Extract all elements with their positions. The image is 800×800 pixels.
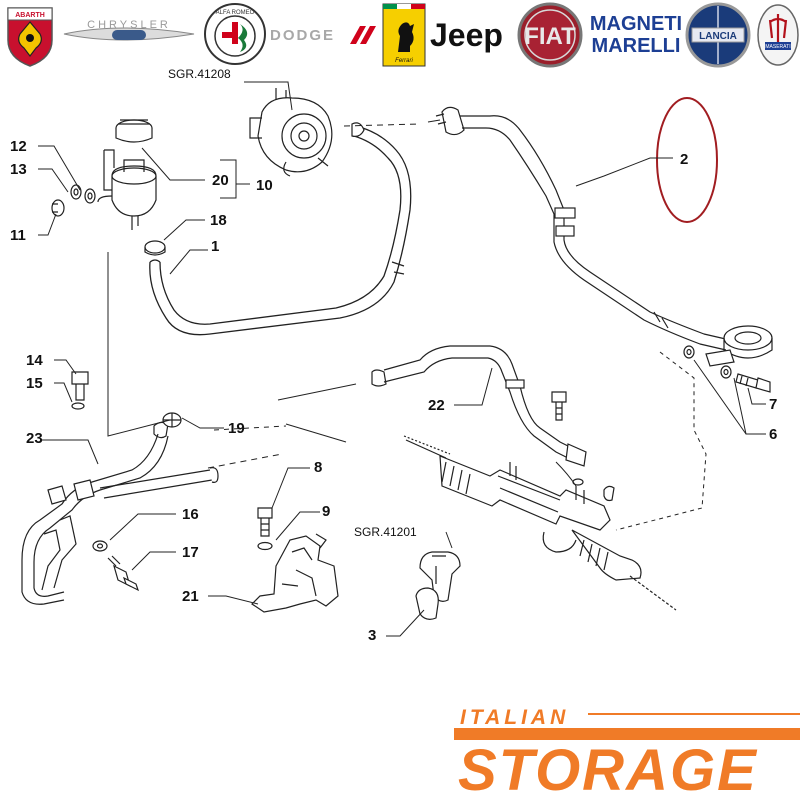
- alfa-romeo-logo-text: ALFA ROMEO: [216, 10, 255, 16]
- abarth-logo-text: ABARTH: [15, 12, 45, 19]
- highlight-ring: [656, 97, 718, 223]
- callout-18: 18: [210, 212, 227, 229]
- callout-14: 14: [26, 352, 43, 369]
- maserati-logo-text: MASERATI: [765, 44, 790, 50]
- callout-1: 1: [211, 238, 219, 255]
- brand-line2: STORAGE: [458, 738, 758, 800]
- bolt-22b: [551, 391, 567, 421]
- washer-set: [51, 184, 96, 217]
- ferrari-logo: Ferrari: [382, 3, 426, 67]
- magneti-marelli-line2: MARELLI: [592, 35, 681, 57]
- callout-19: 19: [228, 420, 245, 437]
- parts-drawing: [21, 88, 773, 620]
- callout-8: 8: [314, 459, 322, 476]
- chrysler-logo-text: CHRYSLER: [87, 19, 171, 31]
- callout-15: 15: [26, 375, 43, 392]
- italian-storage-logo: ITALIAN STORAGE: [454, 706, 800, 800]
- abarth-logo: ABARTH: [7, 7, 53, 67]
- callout-10: 10: [256, 177, 273, 194]
- washer-9: [257, 541, 273, 551]
- fiat-logo: FIAT: [517, 2, 583, 68]
- callout-21: 21: [182, 588, 199, 605]
- callout-13: 13: [10, 161, 27, 178]
- power-steering-pump: [249, 88, 365, 177]
- maserati-logo: MASERATI: [757, 4, 799, 66]
- bolt-8: [257, 507, 273, 537]
- steering-rack: [403, 435, 677, 611]
- lancia-logo-text: LANCIA: [699, 31, 737, 42]
- callout-3: 3: [368, 627, 376, 644]
- alfa-romeo-logo: ALFA ROMEO: [204, 3, 266, 65]
- brand-logo-bar: ABARTH CHRYSLER ALFA ROMEO DODGE: [7, 2, 799, 68]
- callout-23: 23: [26, 430, 43, 447]
- dodge-logo-text: DODGE: [270, 27, 335, 44]
- chrysler-logo: CHRYSLER: [63, 19, 195, 41]
- washer-15: [71, 402, 85, 410]
- washer-16: [92, 540, 108, 552]
- bracket-3: [415, 551, 461, 620]
- callout-12: 12: [10, 138, 27, 155]
- jeep-logo: Jeep: [430, 17, 503, 53]
- callout-7: 7: [769, 396, 777, 413]
- bracket-21: [251, 533, 339, 613]
- rack-reference-label: SGR.41201: [354, 525, 417, 539]
- jeep-logo-text: Jeep: [430, 17, 503, 53]
- reservoir: [97, 119, 157, 230]
- brand-line1: ITALIAN: [460, 706, 569, 729]
- banjo-washers-6: [683, 345, 732, 379]
- ferrari-logo-text: Ferrari: [395, 58, 413, 64]
- return-pipe-22: [371, 345, 587, 467]
- cooler-pipe-23: [21, 421, 219, 605]
- magneti-marelli-logo: MAGNETI MARELLI: [590, 13, 682, 57]
- callout-leaders: [38, 81, 766, 637]
- callout-17: 17: [182, 544, 199, 561]
- lancia-logo: LANCIA: [685, 2, 751, 68]
- callout-11: 11: [10, 227, 26, 244]
- fiat-logo-text: FIAT: [524, 23, 576, 50]
- guide-lines: [107, 119, 707, 531]
- banjo-bolt-7: [735, 373, 771, 393]
- callout-20: 20: [212, 172, 229, 189]
- bolt-17: [107, 555, 140, 592]
- callout-labels: SGR.41208 SGR.41201 1 2 3 6 7 8 9 10 11 …: [10, 67, 777, 644]
- magneti-marelli-line1: MAGNETI: [590, 13, 682, 35]
- callout-22: 22: [428, 397, 445, 414]
- pump-reference-label: SGR.41208: [168, 67, 231, 81]
- callout-2: 2: [680, 151, 688, 168]
- hose-clamp-18: [144, 240, 166, 256]
- hose-1: [149, 125, 412, 336]
- callout-9: 9: [322, 503, 330, 520]
- hose-2: [435, 106, 773, 367]
- callout-16: 16: [182, 506, 199, 523]
- dodge-logo: DODGE: [270, 26, 376, 44]
- callout-6: 6: [769, 426, 777, 443]
- clip-19: [162, 412, 182, 428]
- bolt-14: [71, 371, 89, 401]
